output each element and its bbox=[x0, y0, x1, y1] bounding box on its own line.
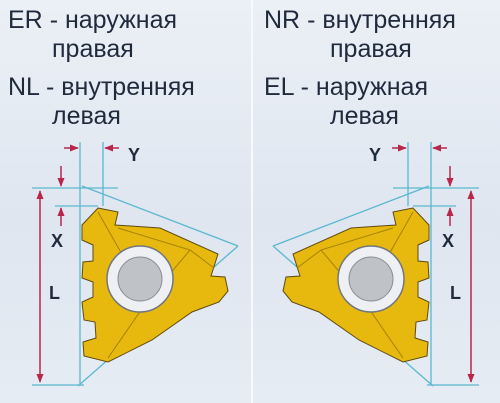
caption-code: NR bbox=[264, 6, 301, 34]
dim-label-x: X bbox=[442, 231, 454, 251]
panel-divider bbox=[251, 0, 253, 403]
dimension-lines bbox=[36, 144, 119, 383]
dim-label-y: Y bbox=[128, 145, 140, 165]
caption-line-1: внутренняя bbox=[61, 73, 195, 101]
caption-line-2: правая bbox=[52, 35, 134, 63]
caption-line-1: внутренняя bbox=[322, 6, 456, 34]
caption-line-2: левая bbox=[52, 102, 121, 130]
envelope-line-upper bbox=[272, 185, 430, 247]
envelope-line-upper bbox=[81, 185, 239, 247]
left-insert-group: Y X L bbox=[32, 142, 239, 387]
caption-separator: - bbox=[49, 6, 59, 34]
dim-label-l: L bbox=[450, 283, 461, 303]
caption-line-1: наружная bbox=[64, 6, 178, 34]
dim-label-x: X bbox=[51, 231, 63, 251]
right-insert-group bbox=[272, 142, 479, 387]
caption-el: EL - наружная левая bbox=[264, 73, 428, 131]
caption-separator: - bbox=[307, 6, 316, 34]
caption-code: EL bbox=[264, 73, 294, 101]
caption-line-2: правая bbox=[330, 35, 412, 63]
center-hole bbox=[348, 256, 394, 302]
caption-line-1: наружная bbox=[315, 73, 428, 101]
caption-code: ER bbox=[8, 6, 43, 34]
caption-separator: - bbox=[300, 73, 309, 101]
caption-nl: NL - внутренняя левая bbox=[8, 73, 195, 131]
caption-separator: - bbox=[45, 73, 55, 101]
dim-label-l: L bbox=[49, 283, 60, 303]
caption-nr: NR - внутренняя правая bbox=[264, 6, 456, 64]
caption-line-2: левая bbox=[330, 102, 399, 130]
caption-code: NL bbox=[8, 73, 40, 101]
caption-er: ER - наружная правая bbox=[8, 6, 177, 64]
dimension-lines bbox=[392, 144, 475, 383]
center-hole bbox=[117, 256, 163, 302]
dim-label-y: Y bbox=[369, 145, 381, 165]
